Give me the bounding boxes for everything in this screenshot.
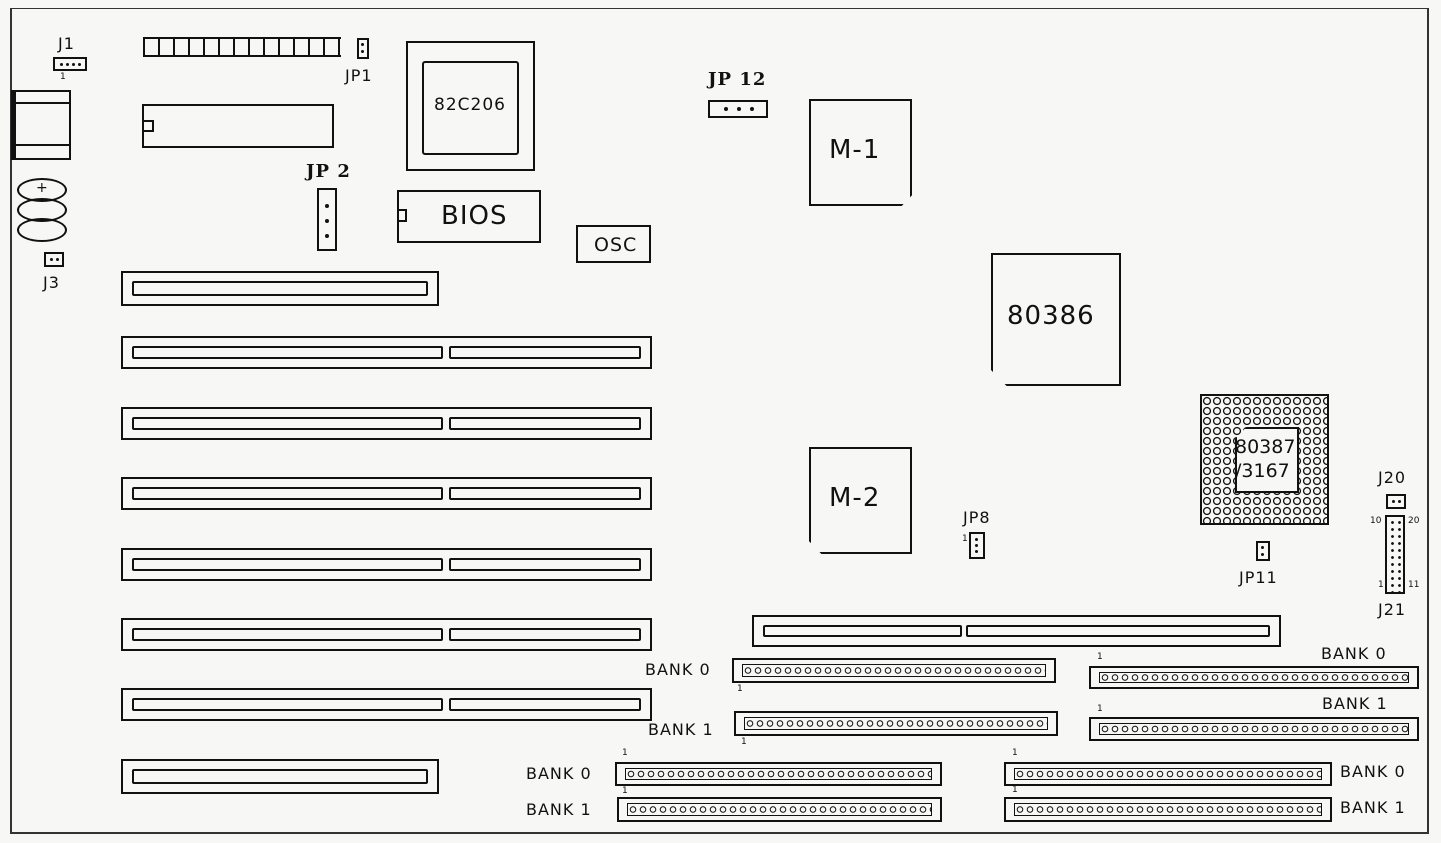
jp12-label: JP 12 bbox=[708, 69, 767, 90]
simm-pin1-label: 1 bbox=[622, 786, 628, 796]
bios-chip: BIOS bbox=[397, 190, 541, 243]
power-connector bbox=[11, 90, 71, 160]
j21-pin11-label: 11 bbox=[1408, 580, 1420, 590]
j20-label: J20 bbox=[1378, 468, 1407, 487]
simm-pin1-label: 1 bbox=[1012, 748, 1018, 758]
cpu-label: 80386 bbox=[1007, 301, 1095, 331]
m2-label: M-2 bbox=[829, 483, 881, 513]
isa-16bit-slot bbox=[121, 548, 652, 581]
j21-pin10-label: 10 bbox=[1370, 516, 1382, 526]
isa-16bit-slot bbox=[121, 477, 652, 510]
simm-bank-label: BANK 0 bbox=[645, 660, 711, 679]
isa-8bit-slot bbox=[121, 271, 439, 306]
isa-16bit-slot bbox=[121, 688, 652, 721]
isa-16bit-slot bbox=[121, 618, 652, 651]
j21-pin1-label: 1 bbox=[1378, 580, 1384, 590]
board-outline bbox=[10, 8, 1429, 834]
isa-16bit-slot bbox=[121, 336, 652, 369]
simm-socket bbox=[734, 711, 1058, 736]
jp2-jumper bbox=[317, 188, 337, 251]
chip-82c206-label: 82C206 bbox=[434, 95, 506, 115]
simm-bank-label: BANK 1 bbox=[648, 720, 714, 739]
jp1-jumper bbox=[357, 38, 369, 59]
j21-header bbox=[1385, 515, 1405, 594]
battery-icon: + bbox=[17, 178, 67, 244]
oscillator: OSC bbox=[576, 225, 651, 263]
keyboard-controller-chip bbox=[142, 104, 334, 148]
bios-label: BIOS bbox=[441, 201, 508, 231]
fpu-80387-socket: 80387 /3167 bbox=[1200, 394, 1329, 525]
simm-bank-label: BANK 1 bbox=[1322, 694, 1388, 713]
simm-bank-label: BANK 1 bbox=[1340, 798, 1406, 817]
j20-connector bbox=[1386, 494, 1406, 509]
simm-socket bbox=[1004, 797, 1332, 822]
simm-bank-label: BANK 0 bbox=[1321, 644, 1387, 663]
simm-pin1-label: 1 bbox=[1097, 652, 1103, 662]
fpu-label-line2: /3167 bbox=[1235, 460, 1290, 482]
jp1-label: JP1 bbox=[345, 66, 373, 85]
resistor-pack bbox=[143, 37, 341, 57]
simm-socket bbox=[1004, 762, 1332, 786]
cpu-80386: 80386 bbox=[991, 253, 1121, 386]
simm-pin1-label: 1 bbox=[622, 748, 628, 758]
j1-connector bbox=[53, 57, 87, 71]
jp12-jumper bbox=[708, 100, 768, 118]
jp2-label: JP 2 bbox=[306, 161, 351, 182]
memory-expansion-slot bbox=[752, 615, 1281, 647]
simm-pin1-label: 1 bbox=[741, 737, 747, 747]
jp11-label: JP11 bbox=[1239, 568, 1278, 587]
simm-pin1-label: 1 bbox=[1097, 704, 1103, 714]
simm-socket bbox=[732, 658, 1056, 683]
isa-8bit-slot bbox=[121, 759, 439, 794]
m1-label: M-1 bbox=[829, 135, 881, 165]
simm-bank-label: BANK 0 bbox=[526, 764, 592, 783]
chip-82c206: 82C206 bbox=[406, 41, 535, 171]
jp8-label: JP8 bbox=[963, 508, 991, 527]
simm-bank-label: BANK 1 bbox=[526, 800, 592, 819]
j1-pin1-label: 1 bbox=[60, 72, 66, 82]
jp8-jumper bbox=[969, 532, 985, 559]
m2-chip: M-2 bbox=[809, 447, 912, 554]
simm-socket bbox=[617, 797, 942, 822]
fpu-chip-outline bbox=[1235, 427, 1299, 493]
simm-socket bbox=[1089, 666, 1419, 689]
j21-pin20-label: 20 bbox=[1408, 516, 1420, 526]
j3-connector bbox=[44, 252, 64, 267]
simm-bank-label: BANK 0 bbox=[1340, 762, 1406, 781]
isa-16bit-slot bbox=[121, 407, 652, 440]
battery-plus-label: + bbox=[36, 180, 48, 196]
m1-chip: M-1 bbox=[809, 99, 912, 206]
simm-socket bbox=[1089, 717, 1419, 741]
osc-label: OSC bbox=[594, 234, 638, 256]
fpu-label-line1: 80387 bbox=[1235, 436, 1296, 458]
jp8-pin1-label: 1 bbox=[962, 534, 968, 544]
simm-pin1-label: 1 bbox=[737, 684, 743, 694]
jp11-jumper bbox=[1256, 541, 1270, 561]
j21-label: J21 bbox=[1378, 600, 1407, 619]
j3-label: J3 bbox=[43, 273, 60, 292]
simm-pin1-label: 1 bbox=[1012, 785, 1018, 795]
j1-label: J1 bbox=[58, 34, 75, 53]
simm-socket bbox=[615, 762, 942, 786]
